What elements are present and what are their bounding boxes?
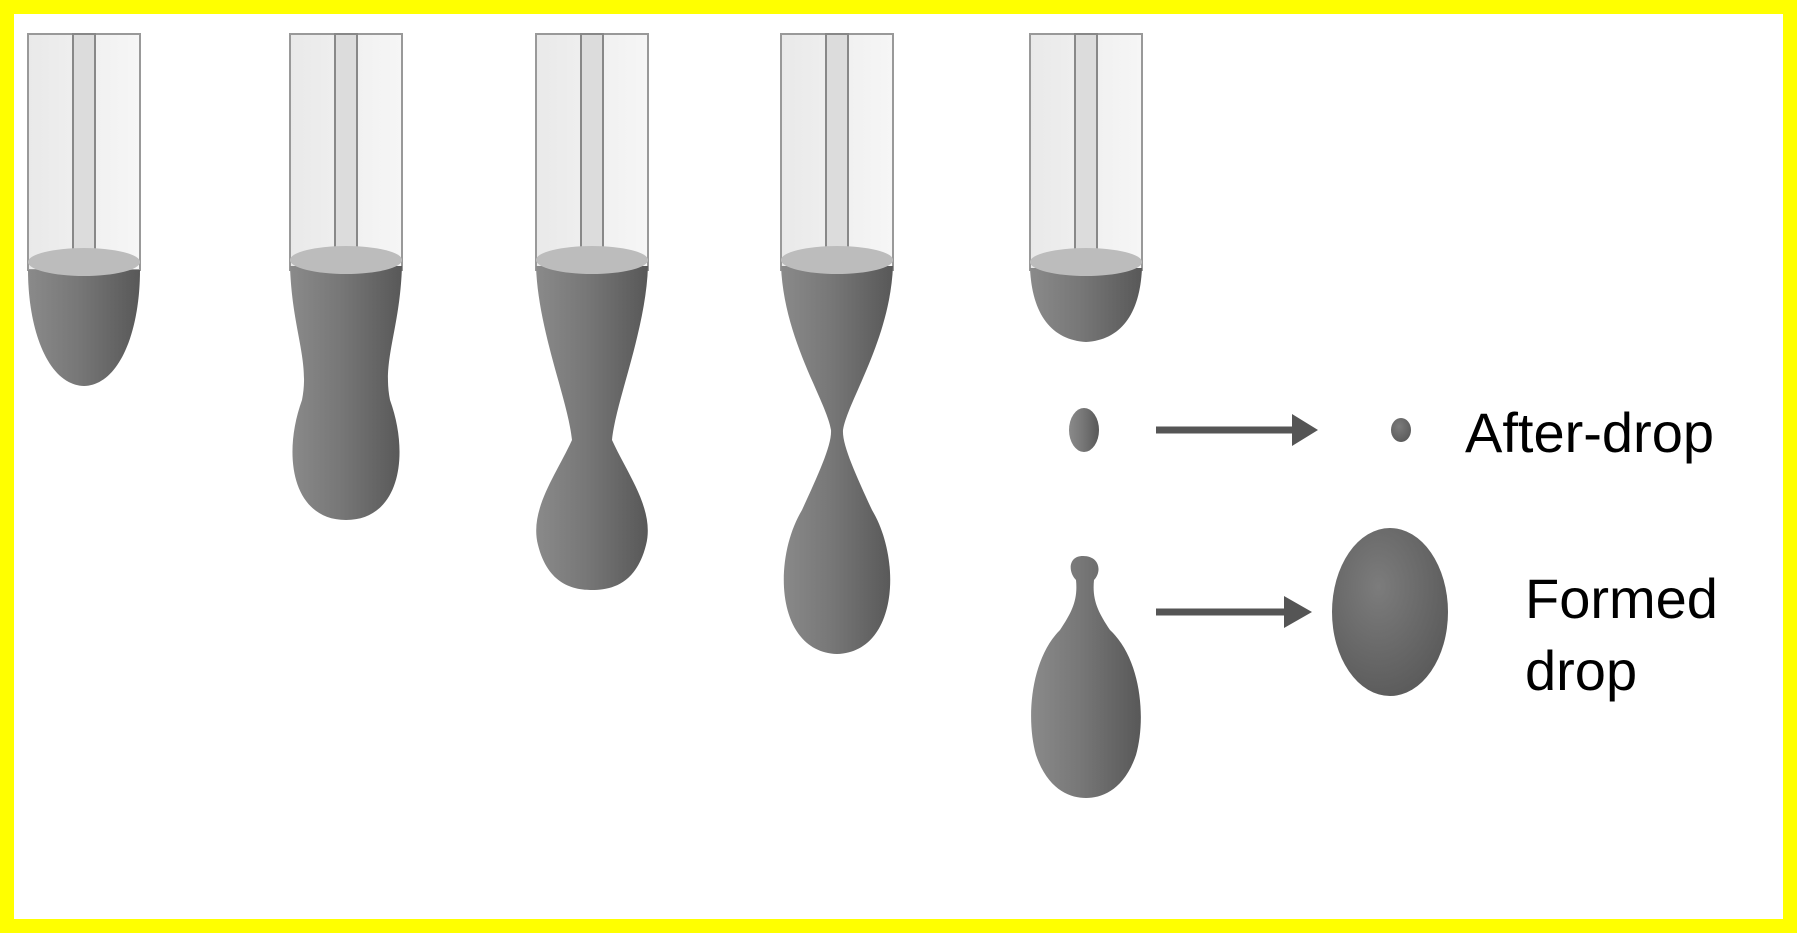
liquid-surface xyxy=(536,246,648,274)
stage-5-pinch-off xyxy=(1030,34,1142,798)
liquid-surface xyxy=(1030,248,1142,276)
liquid-surface xyxy=(290,246,402,274)
stage-1-pendant-drop xyxy=(28,34,140,386)
stage-2-neck-forming xyxy=(290,34,402,520)
liquid-surface xyxy=(28,248,140,276)
liquid-drop xyxy=(28,270,140,386)
satellite-drop xyxy=(1069,408,1099,452)
inner-tube xyxy=(826,34,848,260)
label-after-drop: After-drop xyxy=(1465,401,1714,464)
stage-4-necking xyxy=(781,34,893,654)
liquid-surface xyxy=(781,246,893,274)
formed-drop-sphere xyxy=(1332,528,1448,696)
inner-tube xyxy=(73,34,95,260)
inner-tube xyxy=(581,34,603,260)
label-formed-drop-line2: drop xyxy=(1525,639,1637,702)
detaching-drop xyxy=(1031,556,1141,798)
liquid-drop xyxy=(536,266,648,590)
inner-tube xyxy=(335,34,357,260)
label-formed-drop-line1: Formed xyxy=(1525,567,1718,630)
liquid-drop xyxy=(781,266,893,654)
inner-tube xyxy=(1075,34,1097,260)
arrow-to-after-drop xyxy=(1156,414,1318,446)
stage-3-neck-thinning xyxy=(536,34,648,590)
residual-meniscus xyxy=(1030,268,1142,342)
arrow-to-formed-drop xyxy=(1156,596,1312,628)
after-drop-small xyxy=(1391,418,1411,442)
liquid-drop xyxy=(290,266,402,520)
